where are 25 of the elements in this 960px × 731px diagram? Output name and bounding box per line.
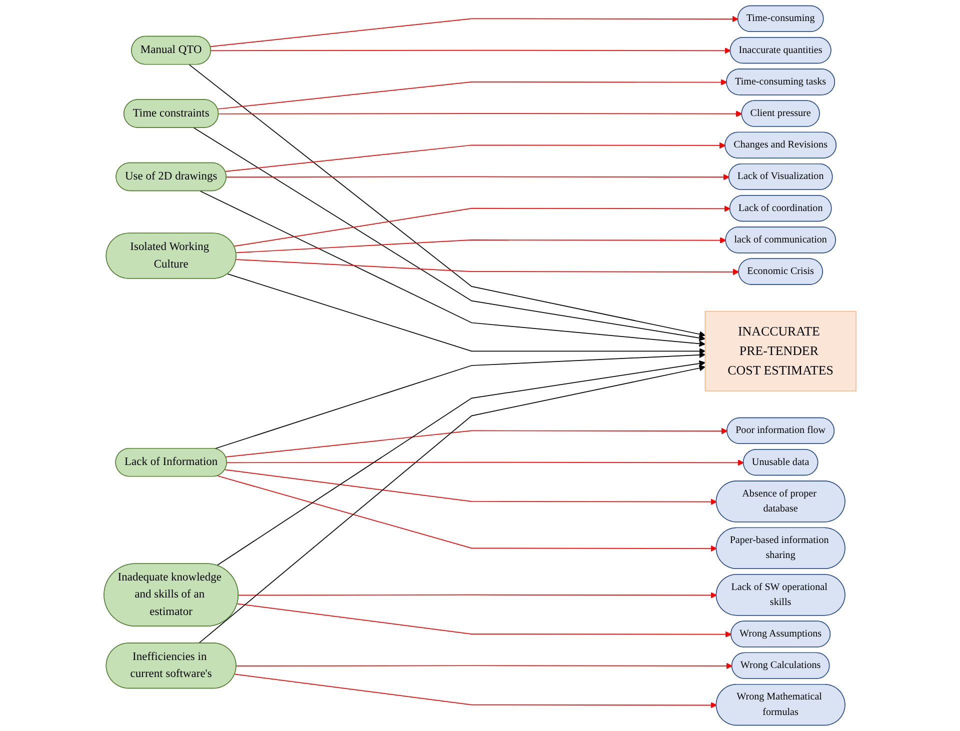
arrow xyxy=(234,674,717,708)
arrow xyxy=(225,428,728,458)
arrow xyxy=(236,603,732,638)
arrow xyxy=(214,352,706,450)
arrow xyxy=(217,79,728,110)
node-box: INACCURATE PRE-TENDER COST ESTIMATES xyxy=(704,310,856,392)
arrow xyxy=(198,365,706,644)
arrow xyxy=(210,47,731,54)
arrow xyxy=(193,127,706,342)
arrow xyxy=(216,360,706,566)
arrow xyxy=(224,142,726,172)
arrow xyxy=(234,206,730,247)
arrow xyxy=(224,469,717,505)
arrow xyxy=(188,64,706,338)
arrow xyxy=(238,592,717,598)
arrow xyxy=(226,460,744,466)
arrow xyxy=(236,237,726,254)
arrow xyxy=(218,110,742,118)
arrow xyxy=(200,190,706,347)
arrow xyxy=(217,475,717,552)
arrow xyxy=(210,16,738,47)
arrow xyxy=(227,274,706,354)
arrow xyxy=(236,259,740,276)
arrow xyxy=(236,662,732,670)
arrow xyxy=(226,174,730,180)
